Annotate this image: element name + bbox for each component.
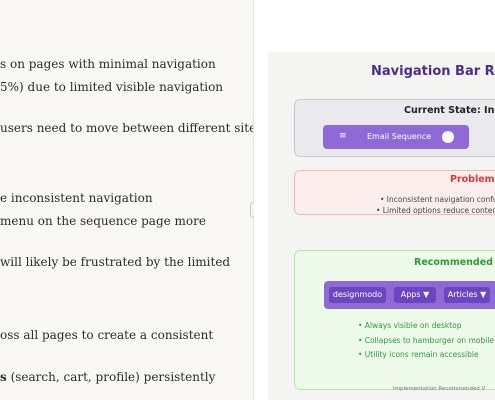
document-line: will likely be frustrated by the limited <box>0 255 231 269</box>
recommended-nav-bar: designmodo Apps ▼ Articles ▼ <box>324 281 495 309</box>
nav-item-designmodo: designmodo <box>329 287 386 303</box>
line-rest: (search, cart, profile) persistently <box>6 370 216 384</box>
document-line: e inconsistent navigation <box>0 191 153 205</box>
document-line: users need to move between different sit… <box>0 121 253 135</box>
preview-pane: Navigation Bar R Current State: Inco ≡ E… <box>254 0 495 400</box>
recommended-bullet: • Collapses to hamburger on mobile <box>358 336 495 345</box>
recommended-bullet: • Always visible on desktop <box>358 321 462 330</box>
document-line: 5%) due to limited visible navigation <box>0 80 224 94</box>
hamburger-icon: ≡ <box>339 131 347 141</box>
diagram-title: Navigation Bar R <box>371 64 495 79</box>
current-state-heading: Current State: Inco <box>404 105 495 116</box>
document-line: oss all pages to create a consistent <box>0 328 214 342</box>
recommended-bullet: • Utility icons remain accessible <box>358 350 479 359</box>
recommended-heading: Recommended U <box>414 257 495 268</box>
nav-item-articles: Articles ▼ <box>444 287 490 303</box>
bold-fragment: s <box>0 370 7 384</box>
recommended-box <box>294 250 495 390</box>
email-sequence-bar: ≡ Email Sequence <box>323 125 469 149</box>
problem-item: • Inconsistent navigation confuse <box>380 195 495 204</box>
document-line: menu on the sequence page more <box>0 214 206 228</box>
footnote-caption: Implementation Recommended V <box>393 386 486 392</box>
document-line: s on pages with minimal navigation <box>0 57 216 71</box>
problems-box <box>294 170 495 215</box>
document-line-last: s (search, cart, profile) persistently <box>0 370 215 384</box>
nav-item-apps: Apps ▼ <box>394 287 436 303</box>
problems-heading: Problems <box>450 174 495 185</box>
toggle-knob-icon <box>442 131 454 143</box>
document-pane: s on pages with minimal navigation 5%) d… <box>0 57 253 384</box>
sequence-label: Email Sequence <box>367 132 432 141</box>
problem-item: • Limited options reduce content <box>376 206 495 215</box>
pane-divider <box>253 0 254 400</box>
